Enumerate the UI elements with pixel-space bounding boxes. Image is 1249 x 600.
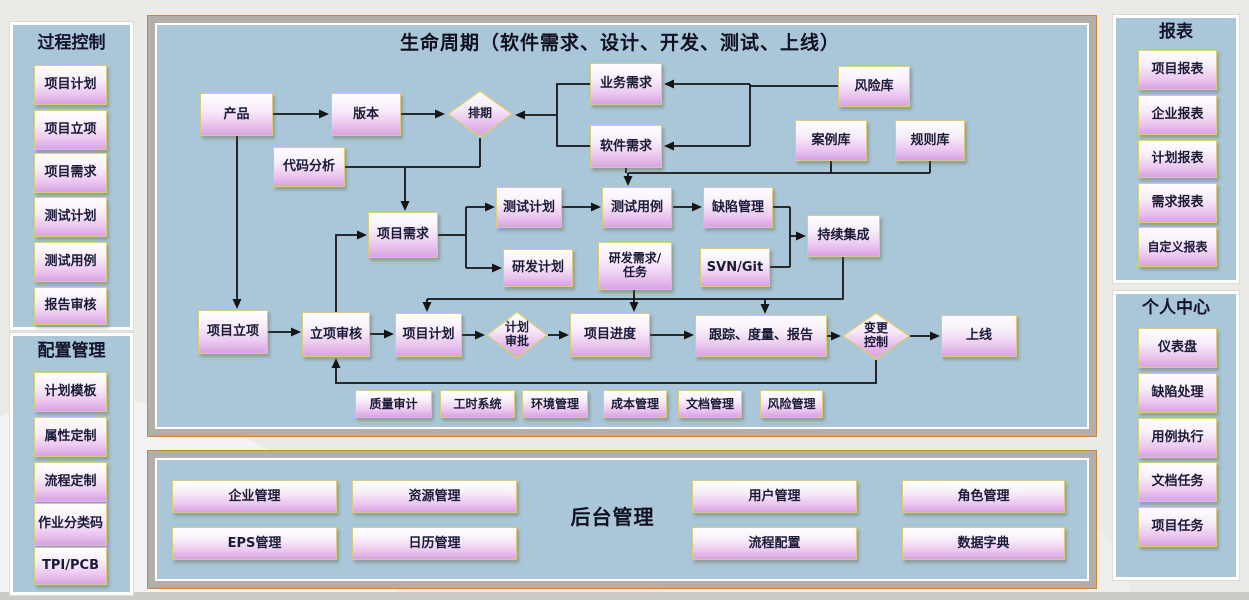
sidebar-item-requirement-report[interactable]: 需求报表 <box>1138 183 1217 223</box>
sidebar-item-case-execution[interactable]: 用例执行 <box>1138 418 1217 458</box>
flow-node-project-progress[interactable]: 项目进度 <box>570 313 650 357</box>
flow-node-plan-approval-label: 计划 审批 <box>504 320 529 348</box>
panel-process-control-title: 过程控制 <box>37 33 106 53</box>
flow-node-schedule-label: 排期 <box>467 106 492 121</box>
flow-node-document-mgmt[interactable]: 文档管理 <box>678 390 742 418</box>
sidebar-item-custom-report[interactable]: 自定义报表 <box>1138 227 1217 267</box>
sidebar-item-project-initiation[interactable]: 项目立项 <box>34 110 107 150</box>
sidebar-item-project-requirement[interactable]: 项目需求 <box>34 153 107 193</box>
sidebar-item-tpi-pcb[interactable]: TPI/PCB <box>34 547 107 585</box>
backend-item-workflow-config[interactable]: 流程配置 <box>692 527 857 560</box>
flow-node-environment-mgmt[interactable]: 环境管理 <box>522 390 588 418</box>
flow-node-quality-audit[interactable]: 质量审计 <box>355 390 432 418</box>
sidebar-item-plan-template[interactable]: 计划模板 <box>34 372 107 412</box>
panel-config-mgmt-title: 配置管理 <box>37 341 106 361</box>
flow-node-initiation-review[interactable]: 立项审核 <box>302 312 370 357</box>
flow-node-svn-git[interactable]: SVN/Git <box>700 248 770 287</box>
background-bottom-strip <box>0 592 1249 600</box>
panel-personal-center-title: 个人中心 <box>1142 298 1210 318</box>
flow-node-cost-mgmt[interactable]: 成本管理 <box>603 390 667 418</box>
flow-node-project-initiation[interactable]: 项目立项 <box>198 310 268 354</box>
flow-node-business-requirement[interactable]: 业务需求 <box>590 63 662 105</box>
flow-node-rule-library[interactable]: 规则库 <box>895 120 965 161</box>
flow-node-risk-library[interactable]: 风险库 <box>838 66 910 107</box>
panel-reports-title: 报表 <box>1159 22 1193 42</box>
flow-node-go-live[interactable]: 上线 <box>941 315 1017 357</box>
sidebar-item-test-case[interactable]: 测试用例 <box>34 242 107 282</box>
sidebar-item-report-review[interactable]: 报告审核 <box>34 287 107 325</box>
backend-title: 后台管理 <box>570 505 655 529</box>
backend-item-user-mgmt[interactable]: 用户管理 <box>692 480 857 513</box>
backend-item-enterprise-mgmt[interactable]: 企业管理 <box>172 480 337 513</box>
sidebar-item-process-custom[interactable]: 流程定制 <box>34 462 107 502</box>
flow-node-change-control[interactable]: 变更 控制 <box>842 312 910 360</box>
flow-node-project-plan[interactable]: 项目计划 <box>395 313 462 357</box>
sidebar-item-document-task[interactable]: 文档任务 <box>1138 462 1217 502</box>
sidebar-item-defect-handling[interactable]: 缺陷处理 <box>1138 373 1217 413</box>
sidebar-item-project-plan[interactable]: 项目计划 <box>34 65 107 105</box>
flow-node-version[interactable]: 版本 <box>331 93 401 136</box>
flow-node-track-measure-report[interactable]: 跟踪、度量、报告 <box>695 315 827 357</box>
flow-node-timesheet[interactable]: 工时系统 <box>440 390 515 418</box>
sidebar-item-enterprise-report[interactable]: 企业报表 <box>1138 95 1217 135</box>
backend-item-role-mgmt[interactable]: 角色管理 <box>902 480 1065 513</box>
flow-node-test-case[interactable]: 测试用例 <box>602 187 672 228</box>
flow-node-product[interactable]: 产品 <box>200 93 273 136</box>
lifecycle-title: 生命周期（软件需求、设计、开发、测试、上线） <box>399 32 840 54</box>
sidebar-item-activity-code[interactable]: 作业分类码 <box>34 503 107 546</box>
sidebar-item-project-task[interactable]: 项目任务 <box>1138 507 1217 547</box>
flow-node-defect-mgmt[interactable]: 缺陷管理 <box>703 187 773 228</box>
panel-backend-inner <box>155 458 1089 581</box>
backend-item-data-dictionary[interactable]: 数据字典 <box>902 527 1065 560</box>
flow-node-continuous-integration[interactable]: 持续集成 <box>807 215 880 257</box>
sidebar-item-dashboard[interactable]: 仪表盘 <box>1138 328 1217 368</box>
sidebar-item-plan-report[interactable]: 计划报表 <box>1138 140 1217 178</box>
flow-node-project-requirement[interactable]: 项目需求 <box>368 212 438 258</box>
flow-node-plan-approval[interactable]: 计划 审批 <box>486 311 548 359</box>
flow-node-risk-mgmt[interactable]: 风险管理 <box>760 390 823 418</box>
backend-item-resource-mgmt[interactable]: 资源管理 <box>352 480 517 513</box>
flow-node-dev-plan[interactable]: 研发计划 <box>503 249 573 287</box>
flow-node-case-library[interactable]: 案例库 <box>795 120 867 161</box>
flow-node-software-requirement[interactable]: 软件需求 <box>590 125 662 168</box>
backend-item-calendar-mgmt[interactable]: 日历管理 <box>352 527 517 560</box>
sidebar-item-attribute-custom[interactable]: 属性定制 <box>34 417 107 457</box>
flow-node-change-control-label: 变更 控制 <box>863 321 888 349</box>
sidebar-item-project-report[interactable]: 项目报表 <box>1138 50 1217 90</box>
backend-item-eps-mgmt[interactable]: EPS管理 <box>172 527 337 560</box>
flow-node-schedule[interactable]: 排期 <box>447 90 513 138</box>
flow-node-test-plan[interactable]: 测试计划 <box>496 187 562 228</box>
panel-backend <box>147 450 1097 589</box>
sidebar-item-test-plan[interactable]: 测试计划 <box>34 197 107 237</box>
flow-node-code-analysis[interactable]: 代码分析 <box>273 147 345 187</box>
flow-node-dev-requirement-task[interactable]: 研发需求/ 任务 <box>598 242 672 290</box>
